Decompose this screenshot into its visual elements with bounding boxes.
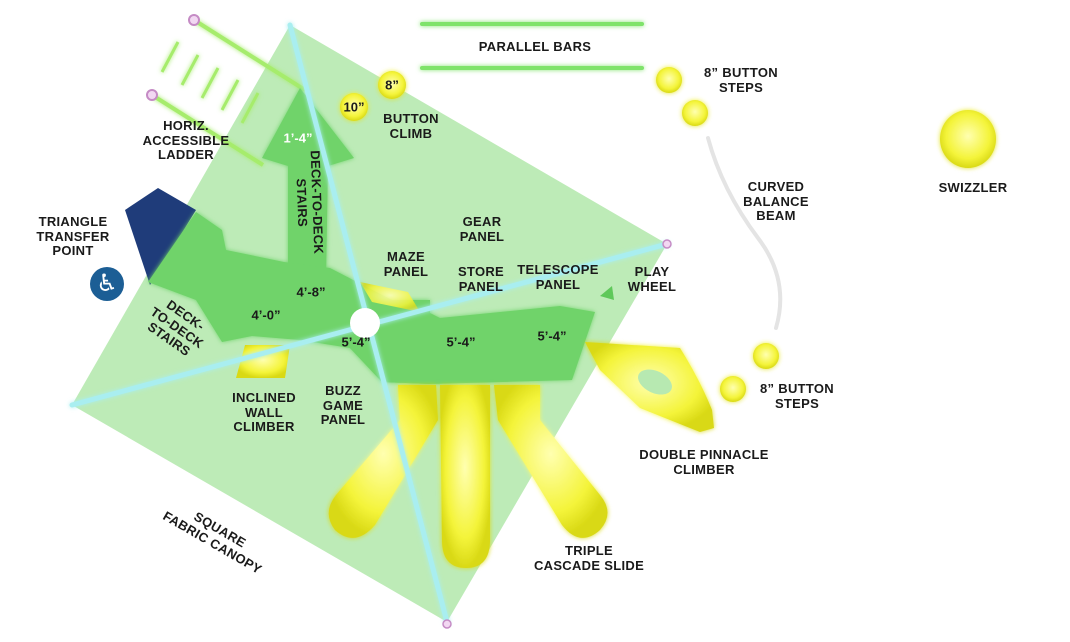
- double-pinnacle-climber: [585, 342, 714, 432]
- swizzler-label: SWIZZLER: [938, 180, 1008, 195]
- parallel-bars-label: PARALLEL BARS: [478, 39, 592, 54]
- ladder-post-bottom: [146, 89, 158, 101]
- pole-end-bottom: [442, 619, 452, 629]
- dimension-1-4: 1’-4”: [283, 130, 313, 146]
- canopy-center-hub: [350, 308, 380, 338]
- button-steps: [340, 67, 779, 402]
- dimension-4-8: 4’-8”: [296, 284, 326, 300]
- parallel-bars: [420, 22, 644, 70]
- maze-panel-yellow: [360, 282, 420, 312]
- dimension-4-0: 4’-0”: [251, 307, 281, 323]
- ladder-post-top: [188, 14, 200, 26]
- pole-end-right: [662, 239, 672, 249]
- triple-cascade-slide: [328, 385, 608, 568]
- dimension-5-4-b: 5’-4”: [446, 334, 476, 350]
- curved-balance-beam: [706, 136, 783, 330]
- horizontal-ladder: [150, 18, 307, 167]
- dimension-5-4-c: 5’-4”: [537, 328, 567, 344]
- wheelchair-icon: ♿: [90, 267, 124, 301]
- button-10-label: 10”: [343, 99, 365, 115]
- swizzler: [940, 110, 996, 168]
- triangle-transfer-point: [125, 188, 196, 285]
- dimension-5-4-a: 5’-4”: [341, 334, 371, 350]
- inclined-wall-climber: [236, 345, 290, 378]
- play-wheel: [600, 286, 614, 300]
- button-8-label: 8”: [385, 77, 399, 93]
